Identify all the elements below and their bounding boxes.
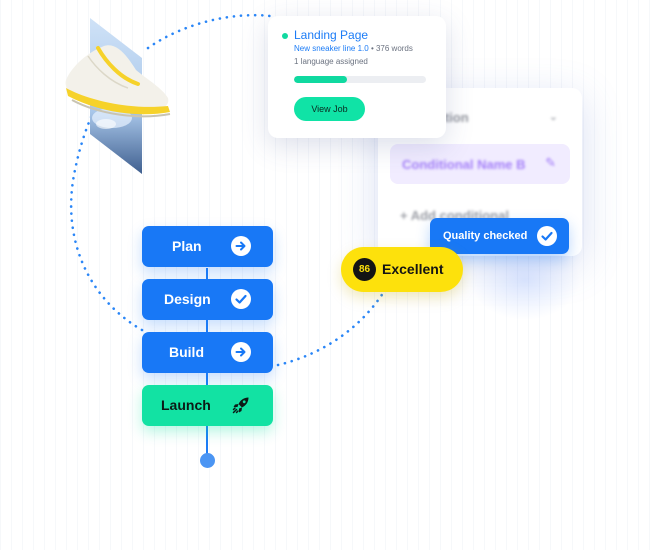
step-build[interactable]: Build bbox=[142, 332, 273, 373]
pencil-icon[interactable]: ✎ bbox=[545, 155, 556, 170]
status-dot-icon bbox=[282, 33, 288, 39]
check-circle-icon bbox=[231, 289, 251, 309]
sneaker-image bbox=[58, 18, 178, 178]
job-progress-bar bbox=[294, 76, 426, 83]
landing-page-job-card: Landing Page New sneaker line 1.0 • 376 … bbox=[268, 16, 446, 138]
quality-checked-badge: Quality checked bbox=[430, 218, 569, 254]
job-meta: New sneaker line 1.0 • 376 words bbox=[294, 44, 413, 53]
job-title: Landing Page bbox=[294, 28, 369, 42]
arrow-right-icon bbox=[231, 236, 251, 256]
step-build-label: Build bbox=[169, 344, 204, 360]
project-link[interactable]: New sneaker line 1.0 bbox=[294, 44, 369, 53]
job-progress-fill bbox=[294, 76, 347, 83]
word-count: 376 words bbox=[375, 44, 413, 53]
step-launch[interactable]: Launch bbox=[142, 385, 273, 426]
step-plan-label: Plan bbox=[172, 238, 202, 254]
score-label: Excellent bbox=[382, 261, 444, 277]
arrow-right-icon bbox=[231, 342, 251, 362]
meta-separator: • bbox=[368, 44, 376, 53]
step-plan[interactable]: Plan bbox=[142, 226, 273, 267]
check-circle-icon bbox=[537, 226, 557, 246]
language-note: 1 language assigned bbox=[294, 57, 368, 66]
rocket-icon bbox=[232, 397, 249, 414]
quality-checked-label: Quality checked bbox=[443, 230, 528, 242]
conditional-name-label: Conditional Name B bbox=[402, 157, 526, 172]
pipeline-end-dot bbox=[200, 453, 215, 468]
score-value: 86 bbox=[353, 258, 376, 281]
step-launch-label: Launch bbox=[161, 397, 211, 413]
conditional-name-row[interactable]: Conditional Name B ✎ bbox=[390, 144, 570, 184]
step-design[interactable]: Design bbox=[142, 279, 273, 320]
score-badge: 86 Excellent bbox=[341, 247, 463, 292]
step-design-label: Design bbox=[164, 291, 211, 307]
chevron-down-icon[interactable]: ⌄ bbox=[548, 111, 558, 123]
view-job-button[interactable]: View Job bbox=[294, 97, 365, 121]
